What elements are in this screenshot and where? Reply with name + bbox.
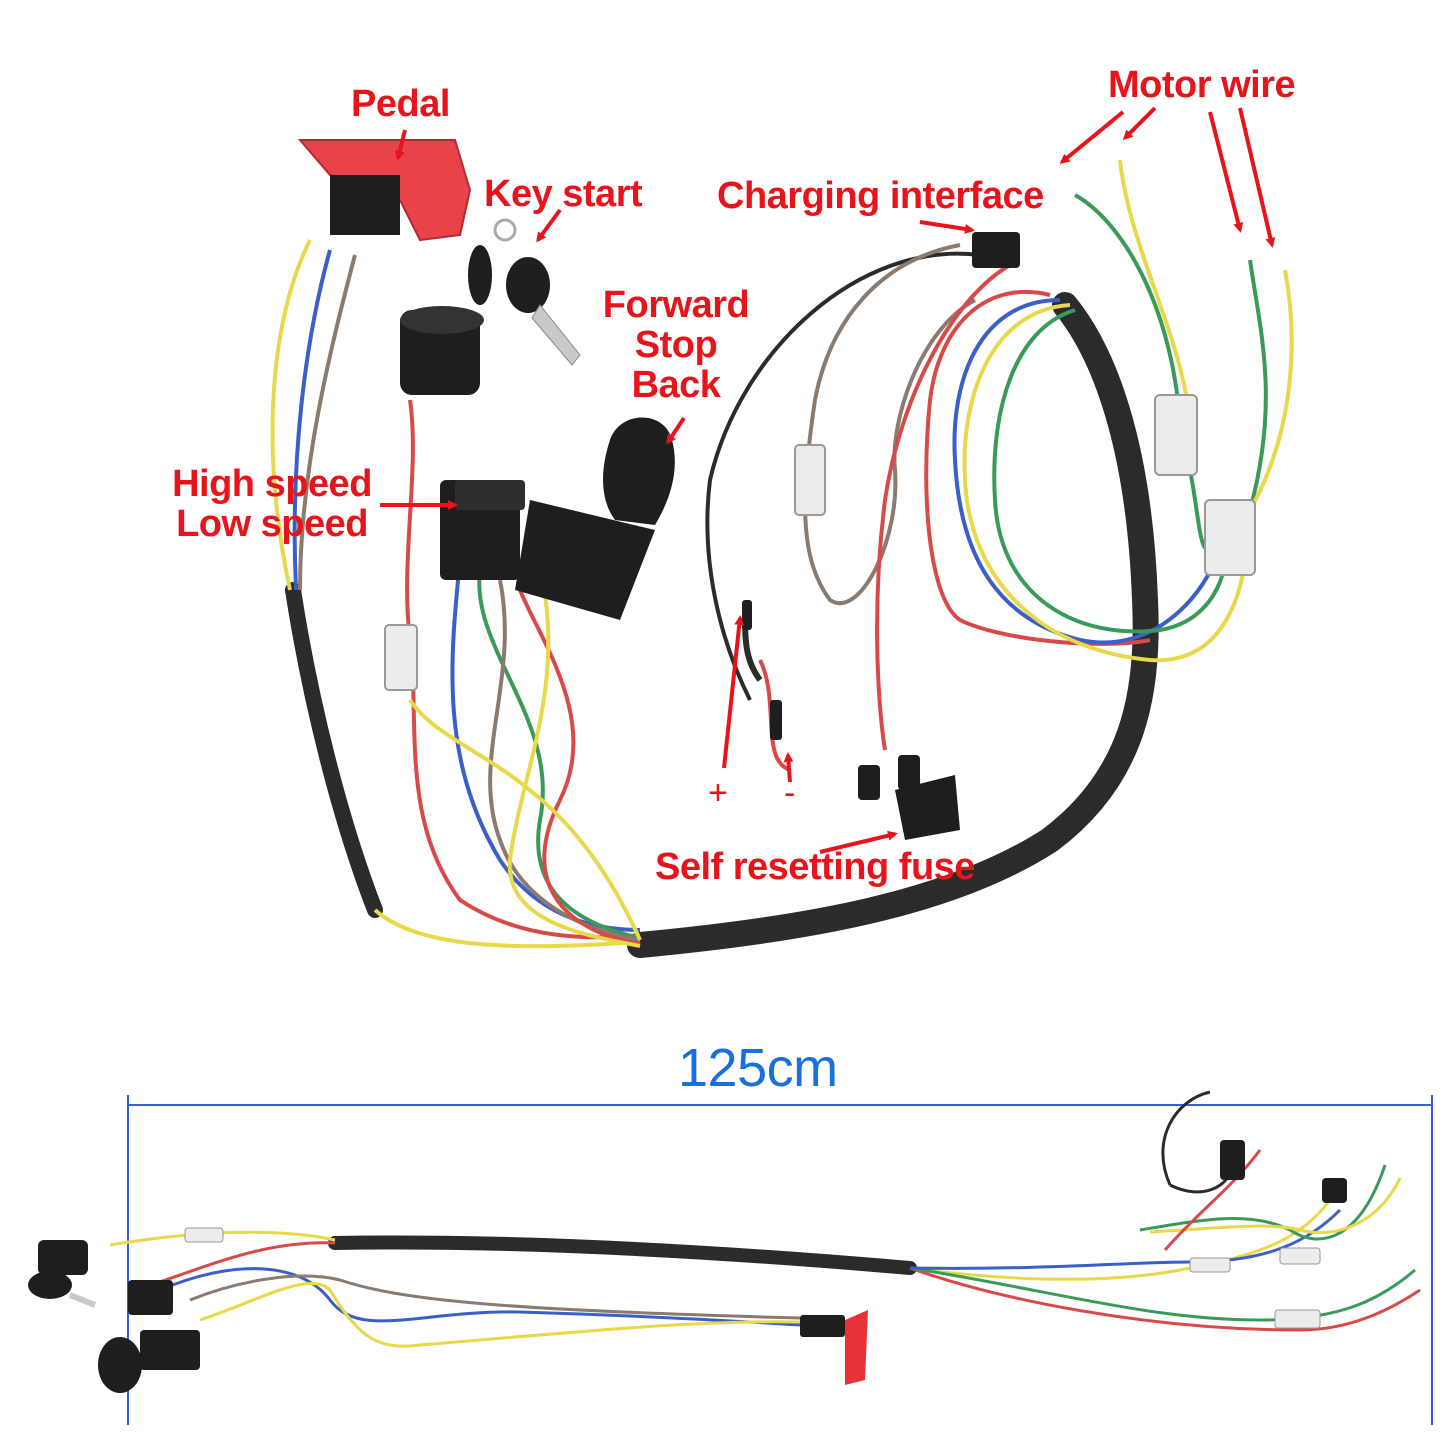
speed-switch-component bbox=[440, 480, 525, 580]
label-forward: Forward bbox=[602, 284, 750, 326]
label-back: Back bbox=[631, 363, 721, 406]
right-bundle-wires bbox=[705, 159, 1294, 772]
label-low-speed: Low speed bbox=[176, 502, 368, 545]
label-speed-switch: High speed Low speed bbox=[172, 463, 372, 545]
left-sheath bbox=[285, 582, 383, 918]
label-gear-selector: Forward Stop Back bbox=[601, 284, 751, 406]
label-motor-wire: Motor wire bbox=[1108, 64, 1296, 106]
pointer-arrows bbox=[380, 106, 1276, 854]
bottom-components bbox=[28, 1140, 1347, 1393]
bottom-sheath bbox=[328, 1235, 917, 1275]
pedal-component bbox=[297, 139, 472, 242]
bottom-wires bbox=[109, 1090, 1421, 1348]
gear-shifter-component bbox=[515, 417, 675, 620]
label-charging-interface: Charging interface bbox=[717, 175, 1044, 217]
power-leads bbox=[742, 600, 782, 740]
label-key-start: Key start bbox=[484, 173, 643, 215]
label-stop: Stop bbox=[634, 323, 718, 366]
key-ignition-component bbox=[400, 218, 581, 395]
white-connectors bbox=[384, 394, 1256, 691]
main-sheath bbox=[627, 292, 1159, 958]
label-minus: - bbox=[784, 774, 795, 812]
label-length: 125cm bbox=[678, 1038, 838, 1098]
label-plus: + bbox=[708, 774, 728, 812]
left-bundle-wires bbox=[270, 239, 642, 949]
label-self-resetting-fuse: Self resetting fuse bbox=[655, 846, 975, 888]
charging-connector bbox=[972, 232, 1020, 268]
fuse-component bbox=[858, 755, 960, 840]
label-pedal: Pedal bbox=[351, 83, 450, 125]
label-high-speed: High speed bbox=[172, 463, 372, 505]
